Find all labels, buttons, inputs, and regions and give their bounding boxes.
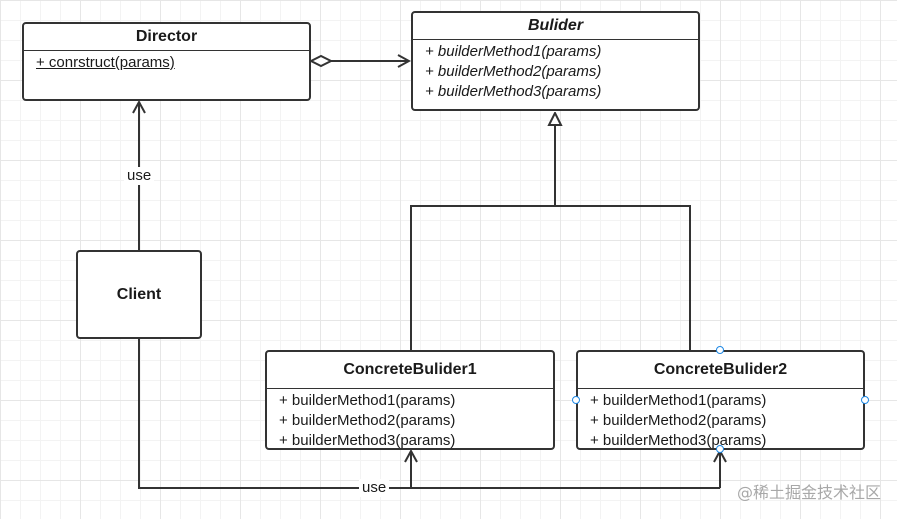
selection-handle-left[interactable] bbox=[572, 396, 580, 404]
director-title: Director bbox=[24, 24, 309, 51]
selection-handle-top[interactable] bbox=[716, 346, 724, 354]
concrete-builder2-method-1: + builderMethod1(params) bbox=[590, 392, 767, 409]
concrete-builder2-method-2: + builderMethod2(params) bbox=[590, 412, 767, 429]
client-box[interactable]: Client bbox=[76, 250, 202, 339]
builder-title: Bulider bbox=[413, 13, 698, 40]
concrete-builder1-method-3: + builderMethod3(params) bbox=[279, 432, 456, 449]
concrete-builder2-methods: + builderMethod1(params) + builderMethod… bbox=[578, 389, 863, 451]
concrete-builder2-class-box[interactable]: ConcreteBulider2 + builderMethod1(params… bbox=[576, 350, 865, 450]
selection-handle-right[interactable] bbox=[861, 396, 869, 404]
concrete-builder1-title: ConcreteBulider1 bbox=[267, 352, 553, 389]
builder-method-2: + builderMethod2(params) bbox=[425, 63, 602, 80]
aggregation-diamond bbox=[308, 54, 334, 68]
client-title: Client bbox=[116, 285, 162, 303]
director-class-box[interactable]: Director + conrstruct(params) bbox=[22, 22, 311, 101]
concrete-builder1-class-box[interactable]: ConcreteBulider1 + builderMethod1(params… bbox=[265, 350, 555, 450]
builder-method-1: + builderMethod1(params) bbox=[425, 43, 602, 60]
use-label-director: use bbox=[124, 167, 155, 185]
concrete-builder1-methods: + builderMethod1(params) + builderMethod… bbox=[267, 389, 553, 451]
selection-handle-bottom[interactable] bbox=[716, 445, 724, 453]
director-methods: + conrstruct(params) bbox=[24, 51, 309, 73]
watermark: @稀土掘金技术社区 bbox=[736, 483, 881, 502]
builder-methods: + builderMethod1(params) + builderMethod… bbox=[413, 40, 698, 102]
concrete-builder1-method-2: + builderMethod2(params) bbox=[279, 412, 456, 429]
concrete-builder1-method-1: + builderMethod1(params) bbox=[279, 392, 456, 409]
concrete-builder2-method-3: + builderMethod3(params) bbox=[590, 432, 767, 449]
builder-class-box[interactable]: Bulider + builderMethod1(params) + build… bbox=[411, 11, 700, 111]
inheritance-tree bbox=[410, 205, 691, 350]
director-method: + conrstruct(params) bbox=[36, 54, 175, 71]
concrete-builder2-title: ConcreteBulider2 bbox=[578, 352, 863, 389]
use-label-concrete: use bbox=[359, 479, 390, 497]
builder-method-3: + builderMethod3(params) bbox=[425, 83, 602, 100]
client-concrete-line bbox=[138, 338, 720, 489]
